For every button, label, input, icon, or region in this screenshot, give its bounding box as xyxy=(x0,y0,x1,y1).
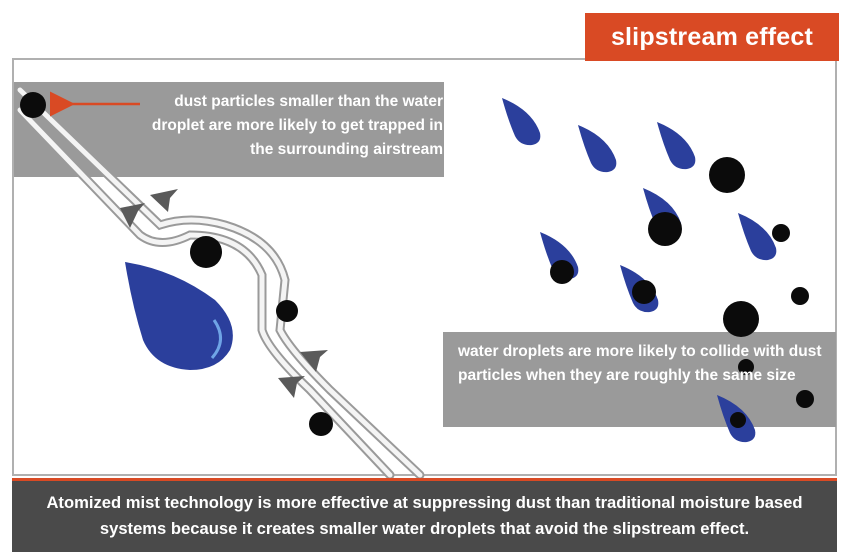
arrow-icon xyxy=(300,350,328,372)
caption-bar: Atomized mist technology is more effecti… xyxy=(12,478,837,552)
airstream-lines xyxy=(15,85,425,480)
dust-particle xyxy=(723,301,759,337)
water-droplet xyxy=(578,125,617,173)
water-droplet xyxy=(738,213,777,261)
note-panel-top xyxy=(14,82,444,177)
dust-particle xyxy=(772,224,790,242)
dust-particle xyxy=(190,236,222,268)
dust-particle xyxy=(550,260,574,284)
dust-particle xyxy=(276,300,298,322)
dust-particle xyxy=(648,212,682,246)
title-box: slipstream effect xyxy=(585,13,839,61)
large-water-droplet xyxy=(125,262,233,370)
dust-particle xyxy=(730,412,746,428)
dust-particle xyxy=(796,390,814,408)
diagram-title: slipstream effect xyxy=(610,22,814,51)
dust-particle xyxy=(791,287,809,305)
water-droplet xyxy=(657,122,696,170)
caption-text: Atomized mist technology is more effecti… xyxy=(46,493,803,538)
arrow-icon xyxy=(150,189,178,212)
dust-particles-left xyxy=(20,92,333,436)
arrow-icon xyxy=(278,376,305,398)
dust-particle xyxy=(709,157,745,193)
water-droplet xyxy=(502,98,541,146)
note-small-particles: dust particles smaller than the water dr… xyxy=(151,93,443,158)
arrow-icon xyxy=(120,203,145,228)
dust-particle xyxy=(309,412,333,436)
note-same-size: water droplets are more likely to collid… xyxy=(458,343,822,384)
dust-particles-right xyxy=(550,157,814,428)
note-panel-right xyxy=(443,332,836,427)
dust-particle xyxy=(632,280,656,304)
dust-particle xyxy=(738,359,754,375)
stream-arrows xyxy=(120,189,328,398)
dust-particle xyxy=(20,92,46,118)
